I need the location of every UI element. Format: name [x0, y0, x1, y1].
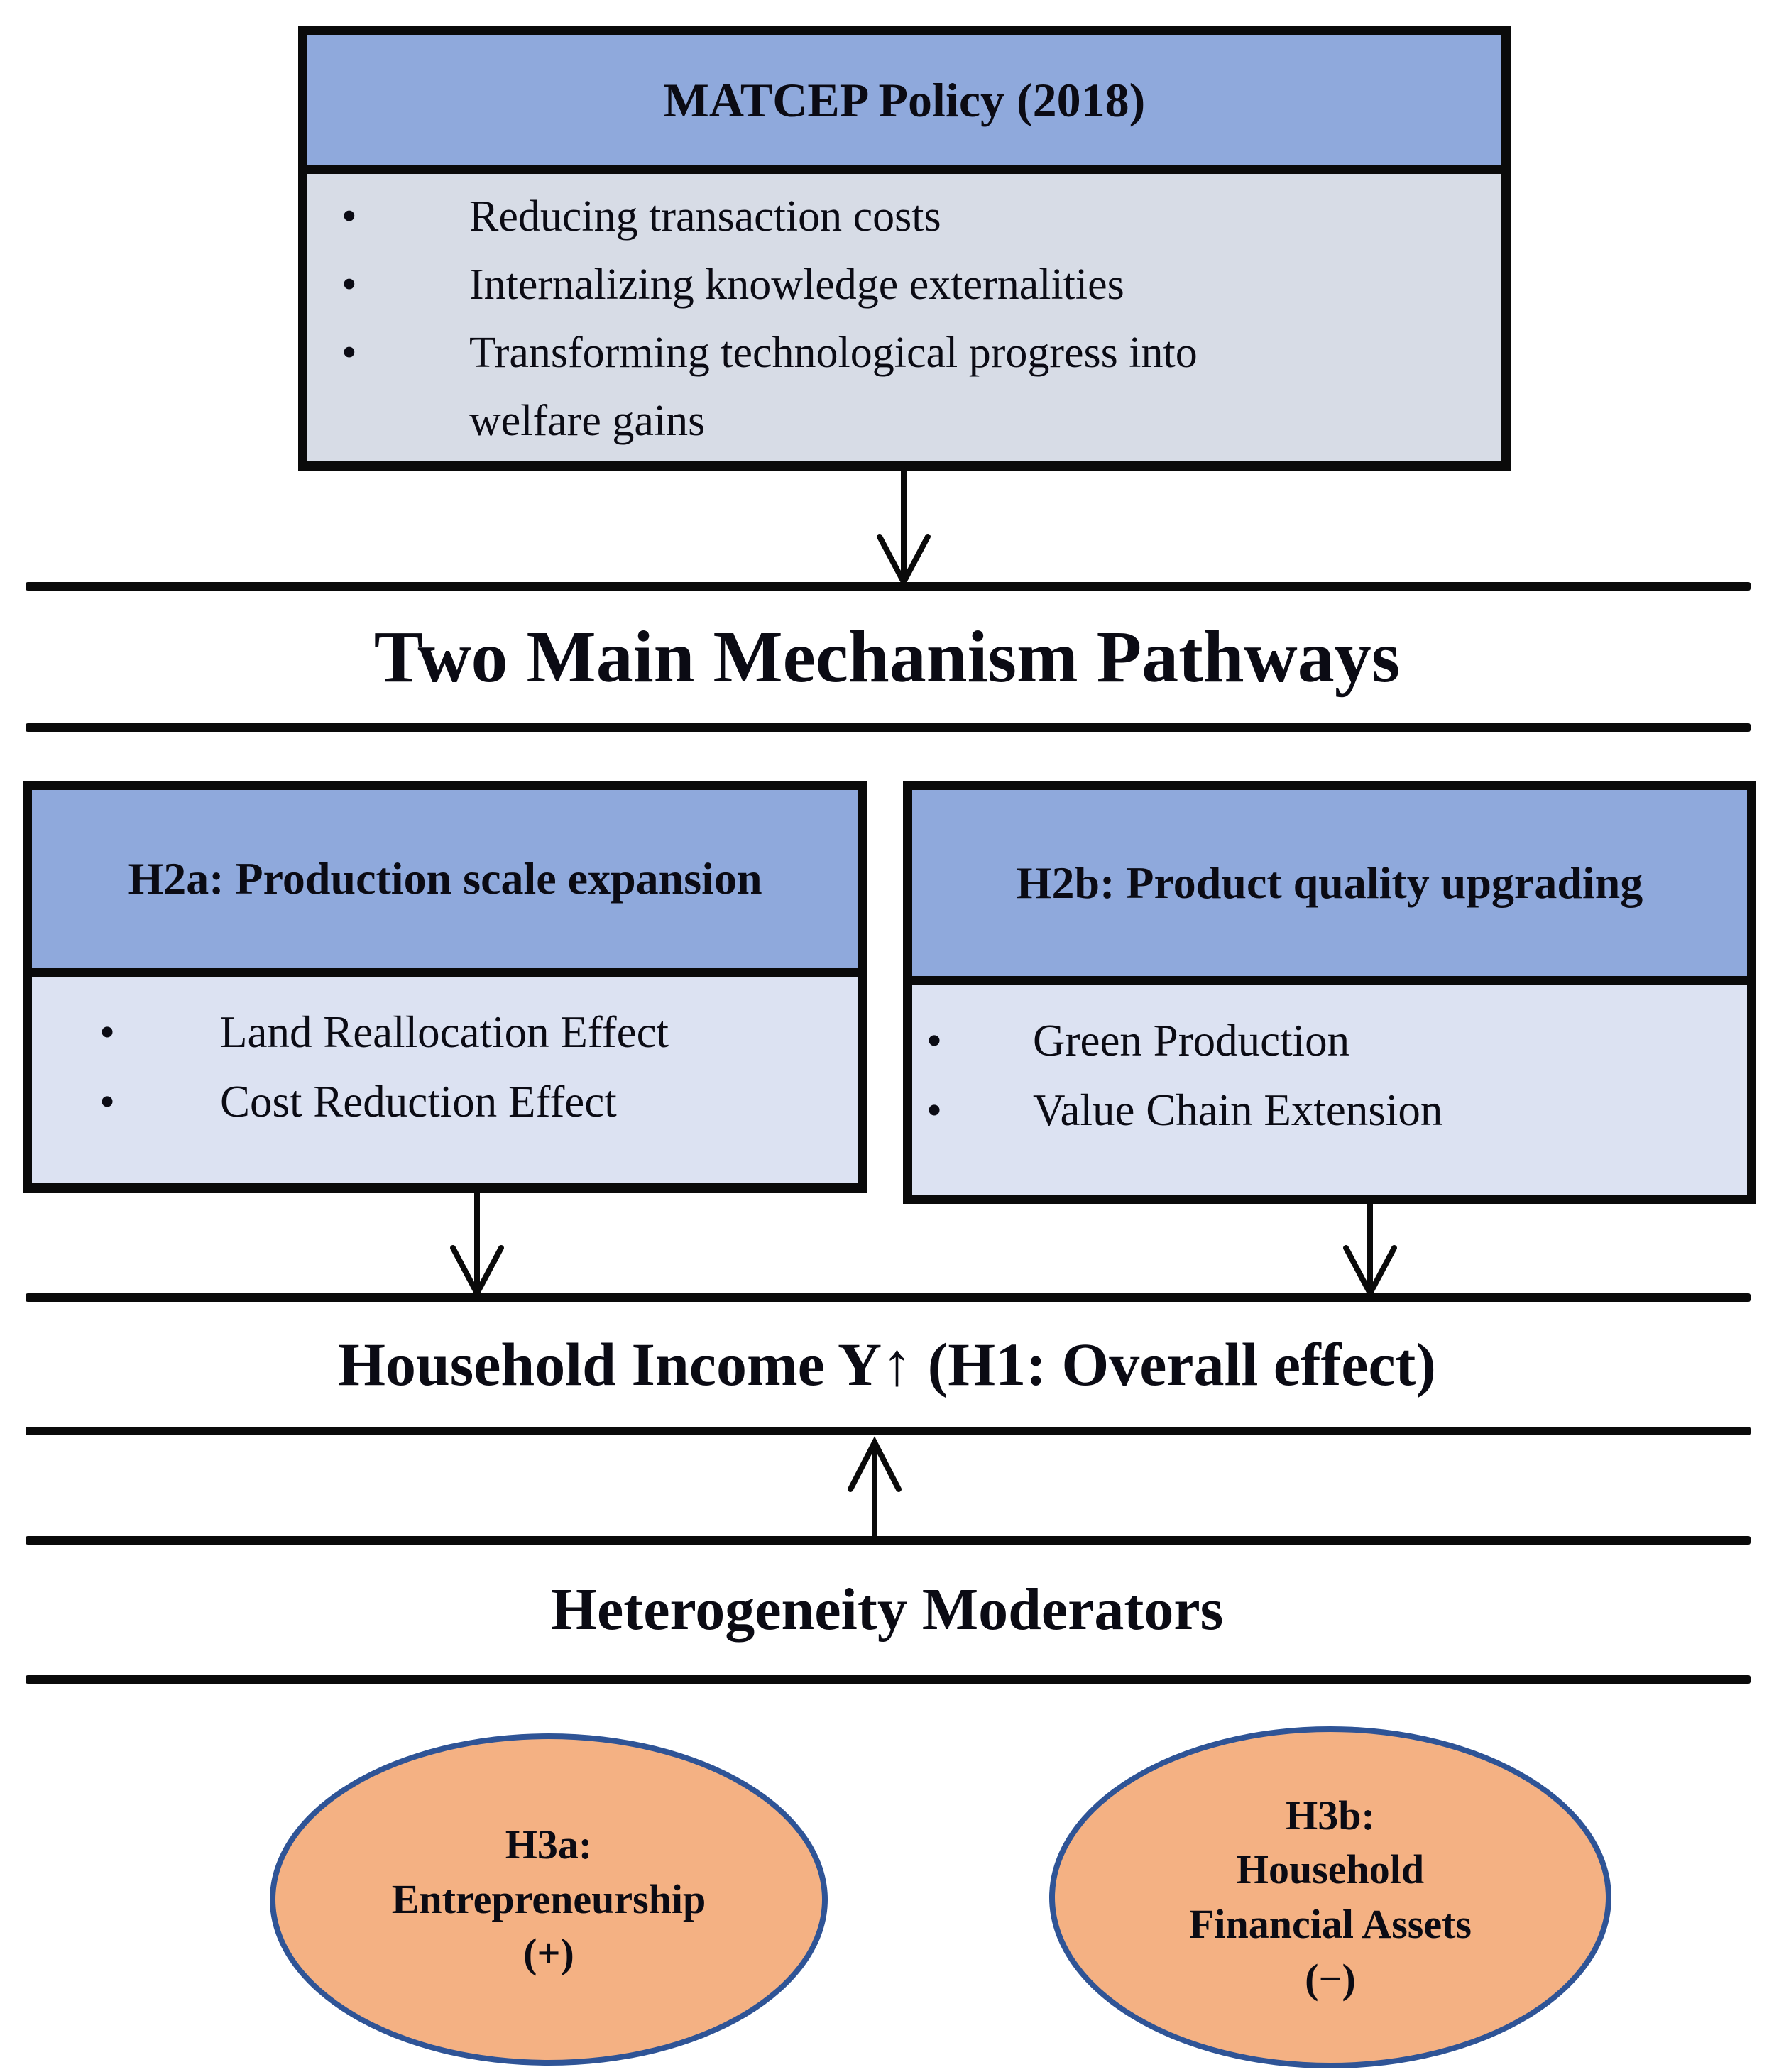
income-band-title: Household Income Y↑ (H1: Overall effect) [338, 1330, 1436, 1398]
h2b-bullet-text: Value Chain Extension [1033, 1085, 1443, 1135]
h3b-line: H3b: [1286, 1792, 1375, 1838]
rule-moderators-bottom [26, 1675, 1751, 1684]
h3b-line: Household [1236, 1846, 1425, 1893]
h3a-line: H3a: [505, 1821, 593, 1868]
pathways-band-title: Two Main Mechanism Pathways [373, 615, 1401, 698]
policy-box: MATCEP Policy (2018) • Reducing transact… [298, 26, 1511, 471]
policy-box-title: MATCEP Policy (2018) [663, 72, 1146, 127]
bullet-dot-icon: • [341, 329, 357, 378]
h3a-line: (+) [523, 1930, 574, 1977]
moderator-ellipse-h3b: H3b: Household Financial Assets (−) [1049, 1726, 1611, 2068]
rule-income-top [26, 1293, 1751, 1302]
rule-income-bottom [26, 1427, 1751, 1435]
h2a-bullet-item: • Land Reallocation Effect [32, 998, 858, 1068]
bullet-dot-icon: • [926, 1016, 943, 1065]
policy-box-body: • Reducing transaction costs • Internali… [307, 174, 1501, 461]
moderators-band-title: Heterogeneity Moderators [550, 1576, 1224, 1643]
arrow-down-h2a-to-income [450, 1188, 504, 1300]
arrow-down-policy-to-pathways [877, 467, 931, 588]
policy-bullet-item: • Reducing transaction costs [307, 182, 1501, 251]
policy-bullet-text: Transforming technological progress into… [469, 329, 1198, 446]
h2a-bullet-item: • Cost Reduction Effect [32, 1068, 858, 1137]
bullet-dot-icon: • [341, 192, 357, 241]
h2a-bullet-text: Land Reallocation Effect [220, 1007, 669, 1057]
rule-pathways-top [26, 582, 1751, 591]
mechanism-box-h2b-body: • Green Production • Value Chain Extensi… [912, 985, 1747, 1195]
h2b-bullet-item: • Green Production [912, 1007, 1747, 1076]
mechanism-box-h2b: H2b: Product quality upgrading • Green P… [903, 781, 1756, 1204]
mechanism-box-h2b-header: H2b: Product quality upgrading [912, 790, 1747, 985]
policy-bullet-item: • Transforming technological progress in… [307, 319, 1501, 455]
h3b-line: Financial Assets [1189, 1901, 1472, 1947]
bullet-dot-icon: • [341, 261, 357, 309]
mechanism-box-h2a-body: • Land Reallocation Effect • Cost Reduct… [32, 977, 858, 1183]
mechanism-box-h2a: H2a: Production scale expansion • Land R… [23, 781, 867, 1193]
h2b-bullet-item: • Value Chain Extension [912, 1076, 1747, 1146]
moderator-ellipse-h3a: H3a: Entrepreneurship (+) [270, 1733, 828, 2066]
policy-bullet-text: Reducing transaction costs [469, 192, 941, 241]
policy-box-header: MATCEP Policy (2018) [307, 35, 1501, 174]
arrow-down-h2b-to-income [1343, 1200, 1397, 1300]
h2a-bullet-list: • Land Reallocation Effect • Cost Reduct… [32, 998, 858, 1136]
mechanism-box-h2a-header: H2a: Production scale expansion [32, 790, 858, 977]
rule-pathways-bottom [26, 723, 1751, 732]
mechanism-box-h2a-title: H2a: Production scale expansion [128, 853, 762, 904]
bullet-dot-icon: • [99, 1076, 116, 1127]
policy-bullet-item: • Internalizing knowledge externalities [307, 251, 1501, 319]
h3a-line: Entrepreneurship [391, 1875, 706, 1922]
policy-bullet-text: Internalizing knowledge externalities [469, 261, 1124, 309]
arrow-up-moderators-to-income [848, 1436, 902, 1539]
rule-moderators-top [26, 1536, 1751, 1545]
mechanism-box-h2b-title: H2b: Product quality upgrading [1016, 857, 1643, 908]
h2a-bullet-text: Cost Reduction Effect [220, 1076, 617, 1127]
h3b-line: (−) [1305, 1955, 1356, 2002]
bullet-dot-icon: • [99, 1007, 116, 1057]
policy-bullet-list: • Reducing transaction costs • Internali… [307, 182, 1501, 455]
h2b-bullet-text: Green Production [1033, 1016, 1350, 1065]
bullet-dot-icon: • [926, 1085, 943, 1135]
h2b-bullet-list: • Green Production • Value Chain Extensi… [912, 1007, 1747, 1145]
